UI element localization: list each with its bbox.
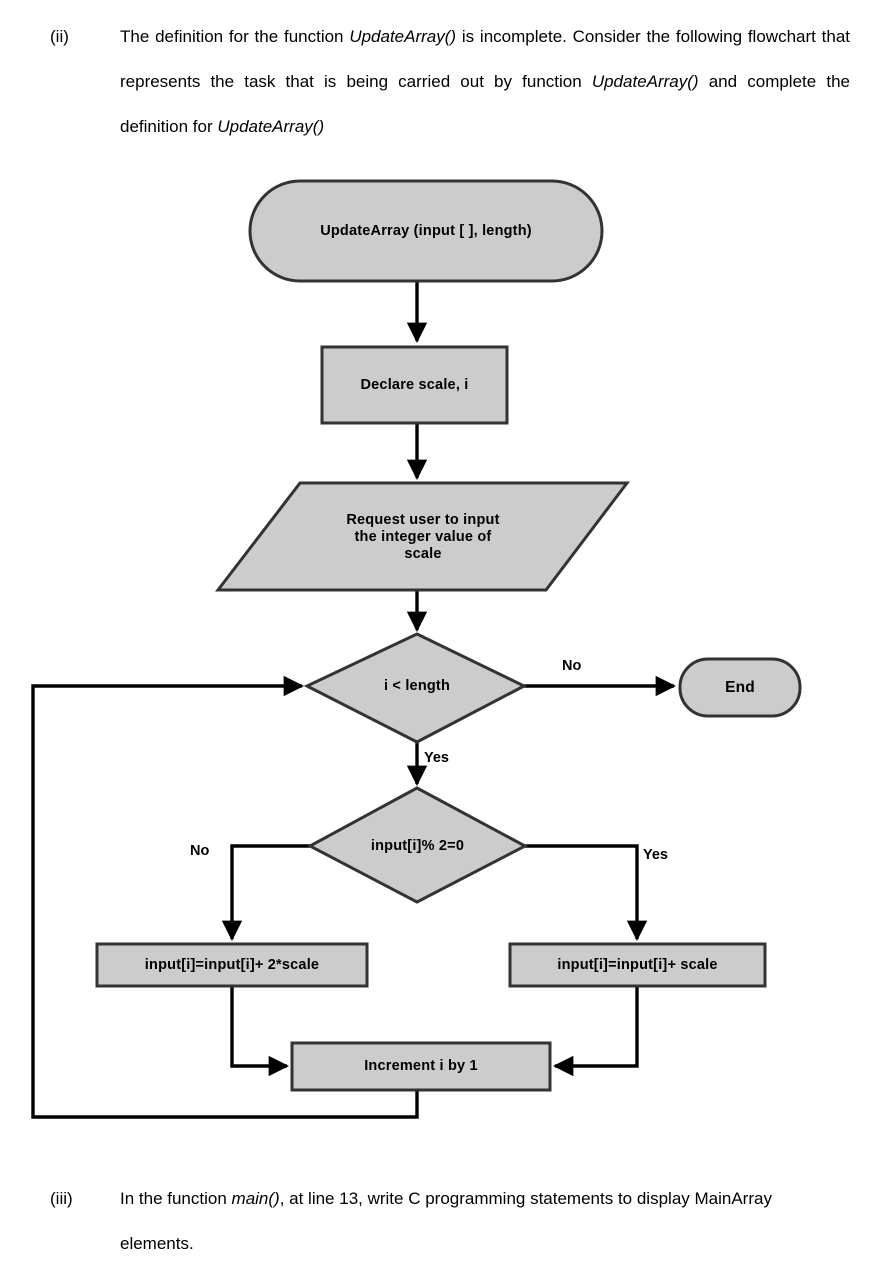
node-evenupdate-process [508, 942, 767, 988]
question-ii-text-part3: and complete the definition for [120, 72, 850, 136]
question-ii-text-part2: is incomplete. Consider the following fl… [120, 27, 851, 91]
question-ii-emph1: UpdateArray() [349, 27, 457, 46]
node-condeven-decision [306, 786, 529, 904]
connector-group [31, 281, 677, 1119]
node-condloop-decision [303, 632, 528, 744]
question-ii: (ii) The definition for the function Upd… [50, 14, 850, 149]
question-iii-text: In the function main(), at line 13, writ… [120, 1176, 850, 1266]
question-ii-text-part1: The definition for the function [120, 27, 350, 46]
question-iii: (iii) In the function main(), at line 13… [50, 1176, 850, 1266]
connector-increment-to-condloop [31, 675, 419, 1119]
question-iii-text-part2: , at line 13, write C programming statem… [120, 1189, 772, 1253]
edge-label-loop-no: No [562, 658, 582, 674]
connector-condeven-to-evenupdate [525, 844, 648, 942]
connector-evenupdate-to-increment [552, 986, 639, 1077]
node-declare-process [320, 345, 509, 425]
question-ii-emph2: UpdateArray() [591, 72, 699, 91]
connector-condeven-to-oddupdate [221, 844, 310, 942]
node-end-terminator [678, 657, 802, 718]
question-iii-text-part1: In the function [120, 1189, 232, 1208]
connector-oddupdate-to-increment [230, 986, 290, 1077]
node-oddupdate-process [95, 942, 369, 988]
question-iii-emph1: main() [231, 1189, 280, 1208]
edge-label-even-yes: Yes [643, 847, 668, 863]
question-iii-marker: (iii) [50, 1189, 73, 1208]
node-request-input [214, 481, 631, 592]
edge-label-loop-yes: Yes [424, 750, 449, 766]
question-ii-text: The definition for the function UpdateAr… [120, 14, 850, 149]
edge-label-even-no: No [190, 843, 210, 859]
question-ii-emph3: UpdateArray() [217, 117, 325, 136]
node-increment-process [290, 1041, 552, 1092]
node-start-terminator [248, 179, 604, 283]
question-ii-marker: (ii) [50, 27, 69, 46]
